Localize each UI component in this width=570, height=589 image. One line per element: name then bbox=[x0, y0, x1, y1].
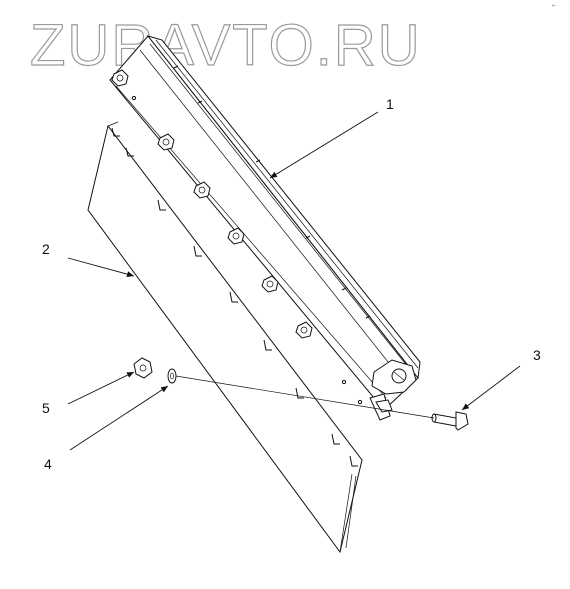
nut-1 bbox=[111, 69, 129, 87]
leader-2 bbox=[67, 257, 135, 278]
assembly-axis bbox=[175, 375, 435, 419]
nut-3 bbox=[193, 181, 211, 199]
blade-plate bbox=[87, 121, 363, 554]
callout-4: 4 bbox=[44, 456, 52, 472]
leader-4 bbox=[69, 385, 169, 451]
blade-bolts bbox=[111, 127, 358, 467]
rail-nuts bbox=[111, 69, 313, 339]
corner-mark: ⌐ bbox=[552, 3, 556, 9]
leader-3 bbox=[461, 365, 521, 411]
callout-1: 1 bbox=[386, 96, 394, 112]
rail-channel bbox=[109, 35, 421, 421]
part-4-washer bbox=[167, 368, 177, 384]
leader-1 bbox=[269, 111, 379, 179]
nut-4 bbox=[227, 227, 245, 245]
nut-6 bbox=[295, 321, 313, 339]
callout-2: 2 bbox=[42, 241, 50, 257]
callout-5: 5 bbox=[42, 400, 50, 416]
nut-2 bbox=[157, 133, 175, 151]
watermark-text: ZURAVTO.RU bbox=[30, 13, 422, 78]
part-3-bolt bbox=[431, 411, 469, 431]
leader-5 bbox=[67, 371, 135, 405]
nut-5 bbox=[261, 275, 279, 293]
part-5-nut bbox=[133, 357, 153, 379]
callout-3: 3 bbox=[533, 347, 541, 363]
